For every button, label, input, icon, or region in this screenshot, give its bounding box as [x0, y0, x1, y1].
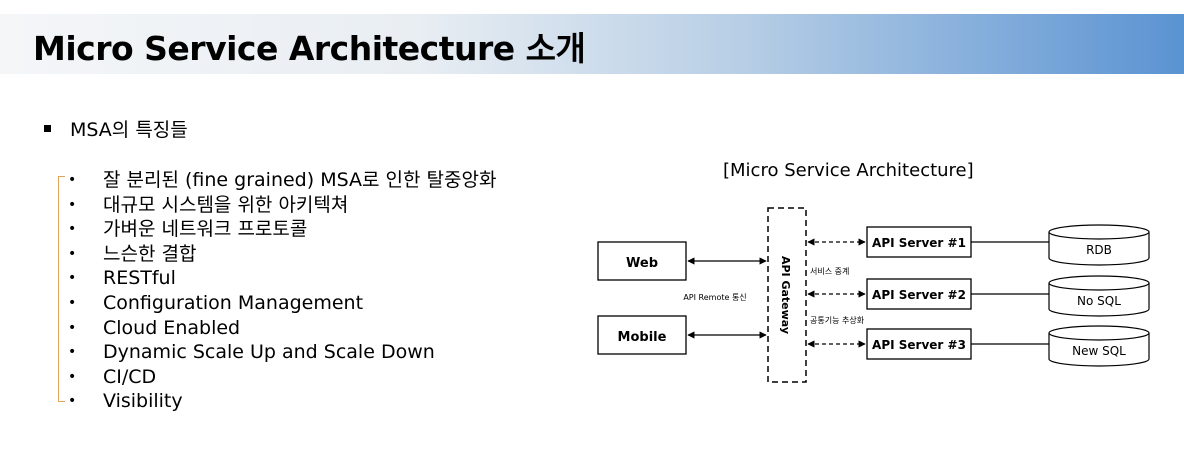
feature-item: •CI/CD [68, 365, 157, 388]
feature-item: •가벼운 네트워크 프로토콜 [68, 218, 308, 241]
api-server-1-label: API Server #1 [872, 236, 966, 250]
newsql-label: New SQL [1072, 344, 1126, 358]
bullet-icon: • [68, 294, 77, 311]
feature-item: •느슨한 결합 [68, 242, 197, 265]
nosql-label: No SQL [1077, 294, 1121, 308]
rdb-cylinder-icon [1048, 224, 1150, 266]
api-server-1-box [866, 226, 972, 258]
feature-item: •RESTful [68, 267, 176, 290]
bullet-icon: • [68, 245, 77, 262]
section-bullet-icon [44, 125, 51, 132]
bullet-icon: • [68, 368, 77, 385]
bullet-icon: • [68, 172, 77, 188]
api-gateway-box [767, 207, 807, 383]
msa-diagram: [Micro Service Architecture] Web Mobile … [597, 160, 1150, 383]
web-client-box [597, 241, 687, 281]
mobile-client-box [597, 315, 687, 355]
feature-item: •Visibility [68, 390, 183, 413]
nosql-cylinder-icon [1048, 275, 1150, 317]
api-server-2-label: API Server #2 [872, 288, 966, 302]
bullet-icon: • [68, 319, 77, 336]
feature-list: •잘 분리된 (fine grained) MSA로 인한 탈중앙화 •대규모 … [68, 168, 496, 414]
feature-bracket [58, 176, 65, 402]
rdb-label: RDB [1086, 243, 1112, 257]
page-title: Micro Service Architecture 소개 [33, 29, 586, 68]
bullet-icon: • [68, 270, 77, 287]
abstraction-annotation: 공통기능 추상화 [810, 315, 865, 325]
newsql-cylinder-icon [1048, 325, 1150, 367]
section-title: MSA의 특징들 [70, 119, 188, 141]
feature-item: •Dynamic Scale Up and Scale Down [68, 341, 435, 364]
bullet-icon: • [68, 393, 77, 410]
diagram-caption: [Micro Service Architecture] [723, 160, 974, 181]
mobile-client-label: Mobile [618, 330, 667, 345]
api-gateway-label: API Gateway [779, 256, 792, 334]
bullet-icon: • [68, 221, 77, 238]
title-bar [0, 14, 1184, 74]
api-server-2-box [866, 278, 972, 310]
remote-annotation: API Remote 통신 [683, 293, 746, 302]
feature-item: •Configuration Management [68, 291, 364, 314]
feature-item: •잘 분리된 (fine grained) MSA로 인한 탈중앙화 [68, 169, 497, 191]
api-server-3-box [866, 328, 972, 360]
api-server-3-label: API Server #3 [872, 338, 966, 352]
linkage-annotation: 서비스 중계 [810, 266, 849, 276]
bullet-icon: • [68, 344, 77, 361]
bullet-icon: • [68, 196, 77, 213]
feature-item: •Cloud Enabled [68, 316, 241, 339]
feature-item: •대규모 시스템을 위한 아키텍쳐 [68, 193, 349, 216]
web-client-label: Web [626, 256, 658, 271]
